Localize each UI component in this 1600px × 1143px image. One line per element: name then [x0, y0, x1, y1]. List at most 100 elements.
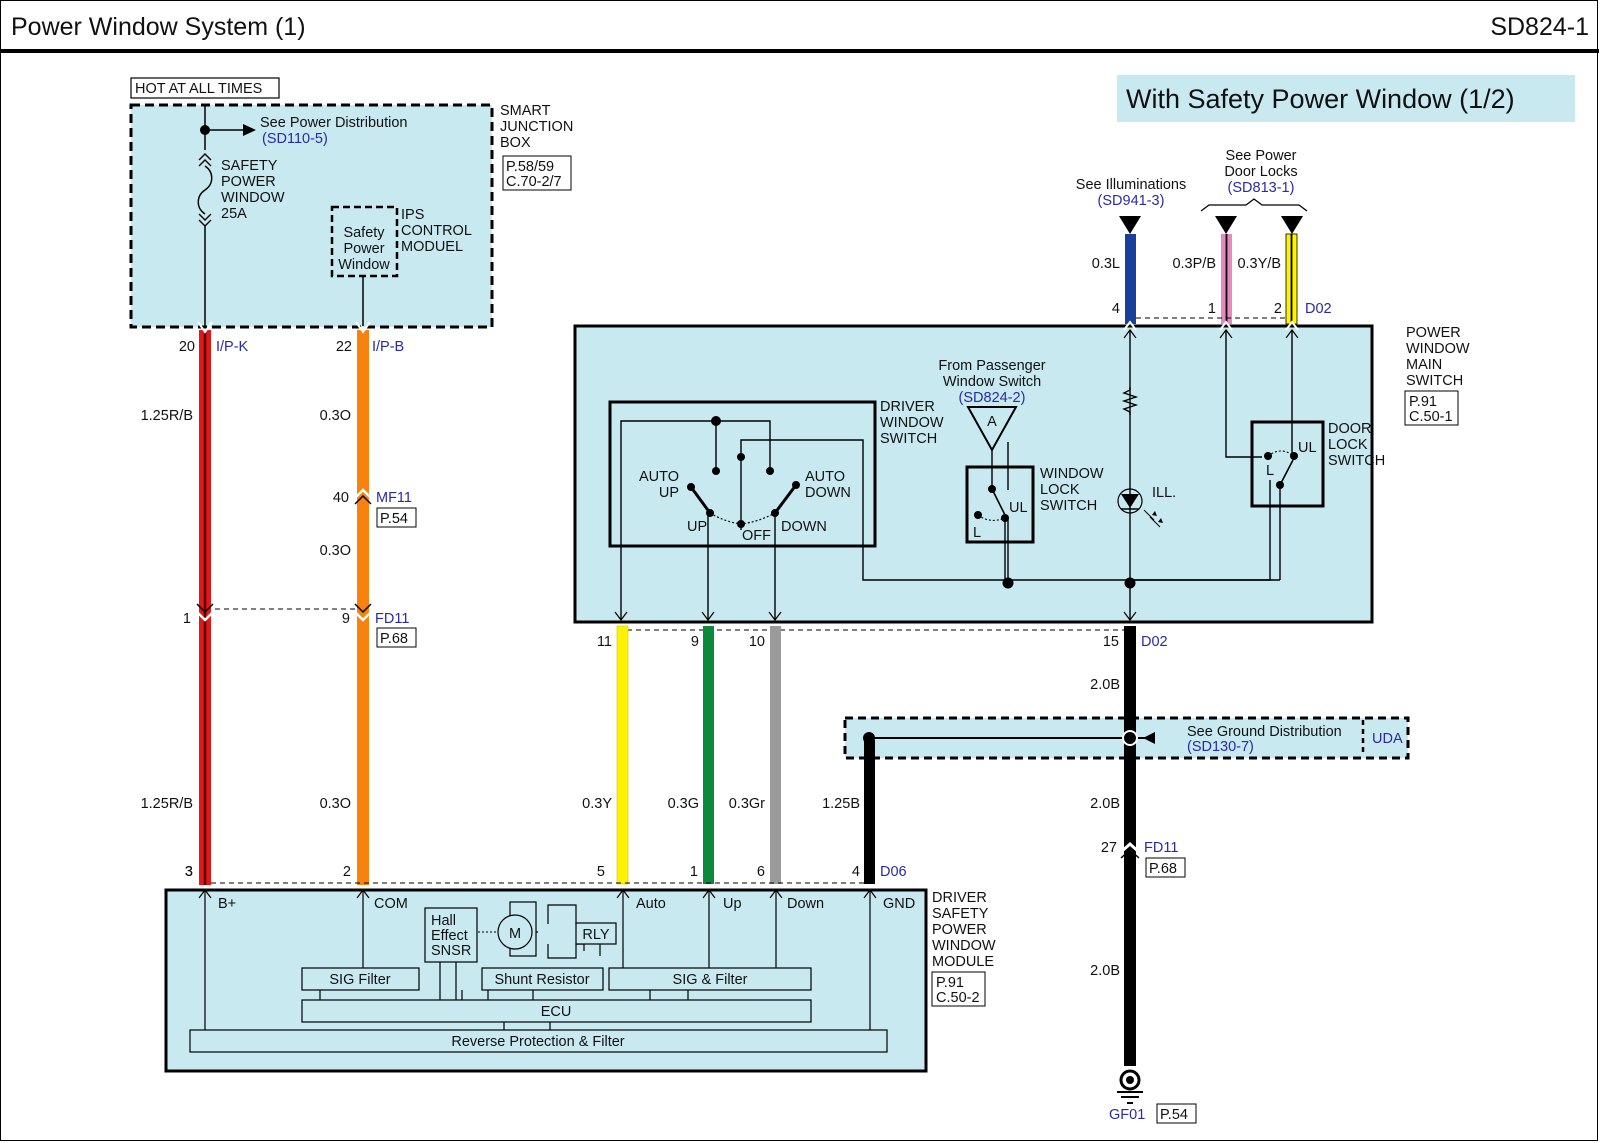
- connector-id[interactable]: FD11: [375, 611, 409, 627]
- see-illuminations-link[interactable]: See Illuminations: [1076, 177, 1186, 193]
- connector-id[interactable]: I/P-B: [372, 339, 404, 355]
- pin-number: 22: [336, 339, 352, 355]
- window-lock-label: LOCK: [1040, 482, 1080, 498]
- l-label: L: [1266, 463, 1274, 479]
- pin-number: 2: [343, 864, 351, 880]
- wire-spec: 0.3G: [668, 796, 699, 812]
- auto-down-label: AUTO: [805, 469, 845, 485]
- auto-down-label: DOWN: [805, 485, 851, 501]
- splice-id[interactable]: UDA: [1372, 731, 1403, 747]
- wire-spec: 1.25B: [822, 796, 860, 812]
- terminal-label: Down: [787, 896, 824, 912]
- ul-label: UL: [1009, 500, 1028, 516]
- page-ref[interactable]: P.54: [1160, 1107, 1188, 1123]
- connector-a-triangle: [966, 406, 1018, 453]
- ecu-label: ECU: [541, 1004, 572, 1020]
- module-name-line: SAFETY: [932, 906, 989, 922]
- see-power-distribution-link[interactable]: See Power Distribution: [260, 115, 408, 131]
- illuminations-ref[interactable]: (SD941-3): [1098, 193, 1165, 209]
- module-name-line: MODULE: [932, 954, 994, 970]
- main-switch-name-line: POWER: [1406, 325, 1461, 341]
- connector-id[interactable]: I/P-K: [216, 339, 249, 355]
- module-name-line: POWER: [932, 922, 987, 938]
- pin-number: 6: [757, 864, 765, 880]
- driver-switch-label: SWITCH: [880, 431, 937, 447]
- sjb-name-line: BOX: [500, 135, 531, 151]
- reverse-protection-label: Reverse Protection & Filter: [451, 1034, 624, 1050]
- pin-number: 11: [597, 634, 612, 650]
- power-distribution-ref[interactable]: (SD110-5): [262, 131, 328, 147]
- door-lock-switch[interactable]: [1250, 420, 1325, 508]
- main-switch-name-line: SWITCH: [1406, 373, 1463, 389]
- wire-spec: 0.3O: [320, 408, 351, 424]
- ips-inner-line: Window: [338, 257, 390, 273]
- pin-number: 3: [185, 864, 193, 880]
- ground-point-id[interactable]: GF01: [1109, 1107, 1145, 1123]
- pin-number: 9: [691, 634, 699, 650]
- wire-spec: 0.3Y/B: [1237, 256, 1281, 272]
- pin-number: 3: [185, 864, 193, 880]
- sjb-name-line: JUNCTION: [500, 119, 573, 135]
- motor-icon: [497, 914, 533, 950]
- ground-distribution-ref[interactable]: (SD130-7): [1187, 739, 1254, 755]
- sig-and-filter-label: SIG & Filter: [673, 972, 748, 988]
- ips-inner-line: Power: [343, 241, 384, 257]
- page-code: SD824-1: [1490, 13, 1589, 41]
- wire-orange-com[interactable]: [354, 321, 372, 885]
- from-passenger-label: Window Switch: [943, 374, 1041, 390]
- pin-number: 9: [342, 611, 350, 627]
- window-lock-label: WINDOW: [1040, 466, 1104, 482]
- main-switch-ref[interactable]: P.91: [1409, 394, 1437, 410]
- page-ref[interactable]: P.68: [1149, 861, 1177, 877]
- connector-id[interactable]: D02: [1141, 634, 1168, 650]
- driver-safety-power-window-module: DRIVER SAFETY POWER WINDOW MODULE P.91 C…: [164, 888, 996, 1073]
- door-locks-ref[interactable]: (SD813-1): [1228, 180, 1295, 196]
- see-door-locks-link[interactable]: See Power: [1226, 148, 1297, 164]
- smart-junction-box: HOT AT ALL TIMES SMART JUNCTION BOX P.58…: [129, 77, 573, 329]
- driver-window-switch[interactable]: [608, 400, 877, 548]
- wire-spec: 0.3L: [1092, 256, 1120, 272]
- banner-text: With Safety Power Window (1/2): [1126, 84, 1515, 114]
- wire-pink-doorlock[interactable]: [1215, 216, 1237, 324]
- arrow-down-icon: [1215, 216, 1237, 234]
- connector-id[interactable]: D06: [880, 864, 907, 880]
- wire-black-gnd-module[interactable]: [863, 732, 875, 884]
- wire-spec: 1.25R/B: [141, 408, 193, 424]
- passenger-switch-ref[interactable]: (SD824-2): [959, 390, 1026, 406]
- ips-label-line: CONTROL: [401, 223, 472, 239]
- connector-id[interactable]: MF11: [376, 490, 412, 506]
- driver-switch-label: DRIVER: [880, 399, 935, 415]
- relay-block: [575, 922, 617, 945]
- wire-yellow-doorlock[interactable]: [1281, 216, 1303, 325]
- ill-label: ILL.: [1152, 485, 1176, 501]
- wire-blue-illum[interactable]: [1119, 216, 1141, 324]
- see-ground-distribution-link[interactable]: See Ground Distribution: [1187, 724, 1342, 740]
- main-switch-ref[interactable]: C.50-1: [1409, 409, 1453, 425]
- ips-label-line: MODUEL: [401, 239, 463, 255]
- wire-spec: 1.25R/B: [141, 796, 193, 812]
- page-ref[interactable]: P.68: [380, 631, 408, 647]
- hall-sensor-label: Effect: [431, 928, 468, 944]
- wire-black-main-ground[interactable]: [1120, 626, 1140, 1066]
- wire-spec: 2.0B: [1090, 677, 1120, 693]
- wire-green-up[interactable]: [703, 626, 714, 884]
- connector-id[interactable]: FD11: [1144, 840, 1178, 856]
- connector-id[interactable]: D02: [1305, 301, 1332, 317]
- page-ref[interactable]: P.54: [380, 511, 408, 527]
- window-lock-switch[interactable]: [965, 465, 1035, 544]
- power-window-main-switch: POWER WINDOW MAIN SWITCH P.91 C.50-1 DRI…: [573, 320, 1470, 624]
- ips-inner-line: Safety: [343, 225, 385, 241]
- pin-number: 4: [852, 864, 860, 880]
- wire-yellow-auto[interactable]: [616, 625, 629, 885]
- wire-spec: 0.3O: [320, 796, 351, 812]
- module-ref[interactable]: C.50-2: [936, 990, 980, 1006]
- see-door-locks-link[interactable]: Door Locks: [1224, 164, 1297, 180]
- driver-switch-label: WINDOW: [880, 415, 944, 431]
- resistor-icon: [1121, 387, 1139, 415]
- wire-gray-down[interactable]: [770, 626, 781, 884]
- module-ref[interactable]: P.91: [936, 975, 964, 991]
- ecu-block: [301, 999, 812, 1023]
- wire-red-bplus[interactable]: [196, 321, 214, 885]
- sig-and-filter-block: [608, 967, 812, 991]
